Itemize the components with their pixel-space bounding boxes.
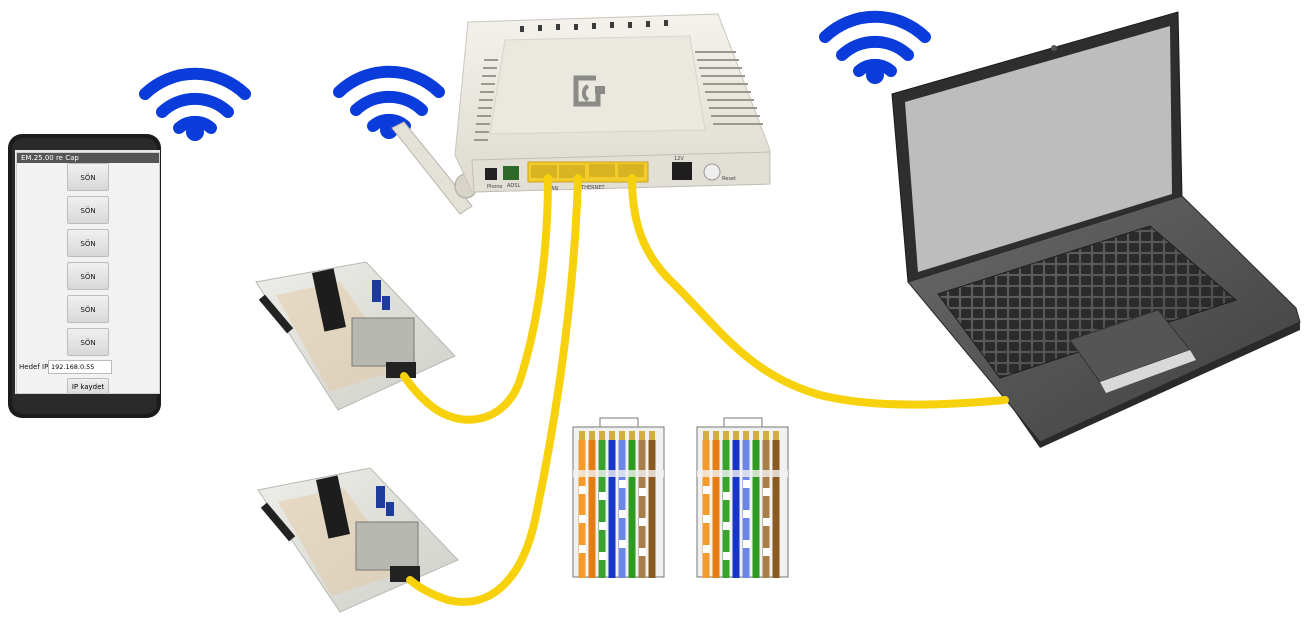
router-label-adsl: ADSL	[507, 183, 520, 189]
cable-router-to-board-top	[404, 178, 548, 420]
off-button-3[interactable]: SÖN	[67, 229, 109, 257]
off-button-list: SÖN SÖN SÖN SÖN SÖN SÖN	[67, 163, 110, 361]
off-button-1[interactable]: SÖN	[67, 163, 109, 191]
target-ip-input[interactable]	[48, 360, 112, 374]
wifi-icon	[145, 74, 245, 141]
wifi-icon	[825, 17, 925, 84]
rj45-connector-left	[573, 418, 664, 578]
off-button-6[interactable]: SÖN	[67, 328, 109, 356]
off-button-5[interactable]: SÖN	[67, 295, 109, 323]
router-label-phone: Phone	[487, 184, 503, 190]
off-button-4[interactable]: SÖN	[67, 262, 109, 290]
off-button-2[interactable]: SÖN	[67, 196, 109, 224]
router-label-reset: Reset	[722, 176, 736, 182]
rj45-connector-right	[697, 418, 788, 578]
phone-app-title: EM.25.00 re Cap	[17, 153, 159, 163]
control-board-top	[256, 262, 455, 410]
router-label-ethernet: ETHERNET	[578, 185, 606, 191]
phone-screen: EM.25.00 re Cap SÖN SÖN SÖN SÖN SÖN SÖN …	[16, 152, 160, 394]
laptop	[892, 12, 1300, 448]
target-ip-label: Hedef IP:	[19, 363, 51, 371]
save-ip-button[interactable]: IP kaydet	[67, 378, 109, 394]
wifi-icon	[339, 72, 439, 139]
target-ip-row: Hedef IP:	[19, 360, 159, 376]
router-label-power: 12V	[674, 156, 684, 162]
